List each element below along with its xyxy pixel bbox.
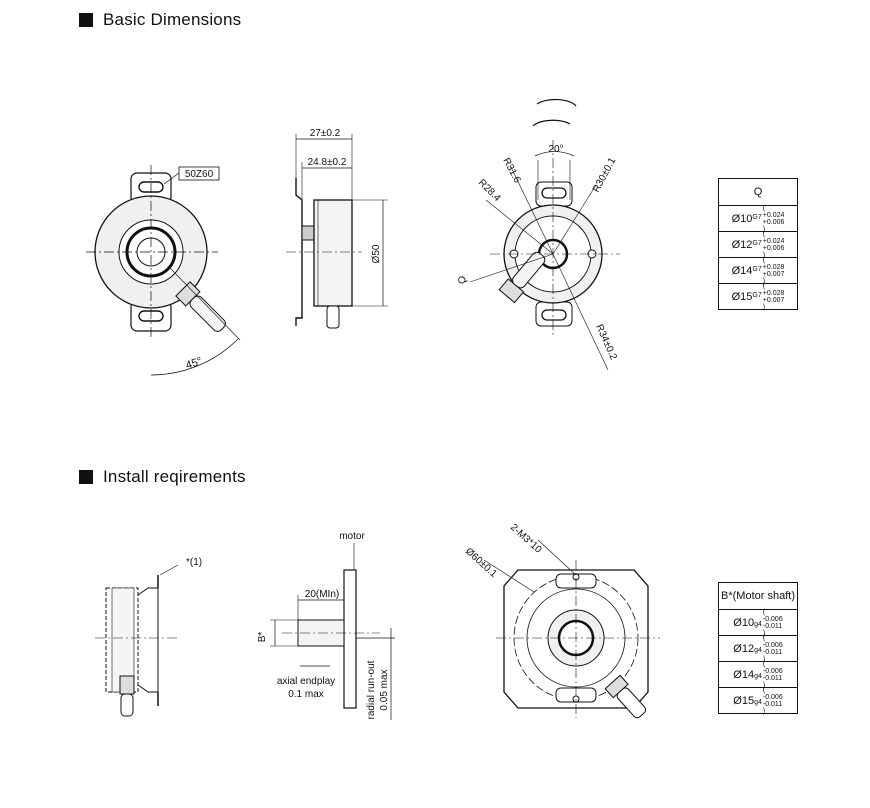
motor-label: motor: [339, 531, 365, 542]
row-upper: -0.006: [762, 615, 783, 623]
row-dia: Ø15: [733, 694, 755, 707]
row-tolerance: (-0.006-0.011): [762, 608, 783, 637]
row-lower: -0.011: [762, 622, 783, 630]
table-b-header: B*(Motor shaft): [719, 583, 797, 610]
row-upper: +0.024: [762, 237, 785, 245]
row-lower: +0.007: [762, 270, 785, 278]
row-upper: -0.006: [762, 641, 783, 649]
row-tolerance: (+0.024+0.006): [762, 204, 785, 233]
length-label: 20(MIn): [305, 589, 339, 600]
row-dia: Ø10: [731, 212, 753, 225]
radial-runout-value: 0.05 max: [379, 669, 390, 710]
row-dia: Ø12: [733, 642, 755, 655]
row-upper: +0.028: [762, 289, 785, 297]
b-star-label: B*: [257, 632, 268, 643]
row-lower: -0.011: [762, 700, 783, 708]
angle-20-label: 20°: [548, 144, 563, 155]
row-tolerance: (-0.006-0.011): [762, 686, 783, 715]
row-lower: +0.007: [762, 296, 785, 304]
row-tolerance: (-0.006-0.011): [762, 660, 783, 689]
row-lower: -0.011: [762, 674, 783, 682]
section-title-install: Install reqirements: [103, 467, 246, 486]
screws-label: 2-M3*10: [508, 522, 544, 556]
row-fit: G7: [752, 266, 762, 273]
axial-endplay-value: 0.1 max: [288, 689, 324, 700]
q-label: Q: [456, 274, 469, 286]
dim-body-length: 24.8±0.2: [308, 157, 347, 168]
row-upper: +0.024: [762, 211, 785, 219]
model-label: 50Z60: [185, 169, 214, 180]
radius-31-6-label: R31.6: [500, 156, 522, 185]
row-tolerance: (+0.024+0.006): [762, 230, 785, 259]
row-upper: -0.006: [762, 667, 783, 675]
row-lower: -0.011: [762, 648, 783, 656]
radius-34-label: R34±0.2: [593, 323, 619, 362]
row-upper: +0.028: [762, 263, 785, 271]
angle-45-label: 45°: [184, 355, 204, 372]
row-dia: Ø12: [731, 238, 753, 251]
axial-endplay-label: axial endplay: [277, 676, 335, 687]
row-fit: g4: [754, 673, 762, 680]
dim-diameter: Ø50: [371, 244, 382, 263]
row-fit: G7: [752, 240, 762, 247]
row-upper: -0.006: [762, 693, 783, 701]
row-fit: G7: [752, 292, 762, 299]
install-note: *(1): [186, 557, 202, 568]
row-fit: g4: [754, 699, 762, 706]
row-dia: Ø14: [733, 668, 755, 681]
table-q-header: Q: [719, 179, 797, 206]
section-bullet-icon: [79, 470, 93, 484]
row-dia: Ø10: [733, 616, 755, 629]
front-view: [86, 165, 241, 376]
section-title-basic: Basic Dimensions: [103, 10, 242, 29]
row-fit: g4: [754, 621, 762, 628]
row-fit: G7: [752, 214, 762, 221]
install-dia-label: Ø60±0.1: [463, 546, 499, 580]
radius-28-4-label: R28.4: [476, 177, 503, 204]
row-tolerance: (-0.006-0.011): [762, 634, 783, 663]
install-mid-view: [270, 543, 395, 720]
row-lower: +0.006: [762, 218, 785, 226]
row-lower: +0.006: [762, 244, 785, 252]
radial-runout-label: radial run-out: [366, 660, 377, 719]
row-fit: g4: [754, 647, 762, 654]
row-dia: Ø14: [731, 264, 753, 277]
section-header-install: Install reqirements: [79, 467, 246, 487]
install-left-view: [95, 564, 179, 717]
dim-total-length: 27±0.2: [310, 128, 341, 139]
row-tolerance: (+0.028+0.007): [762, 256, 785, 285]
radius-30-label: R30±0.1: [591, 156, 619, 195]
back-view: [469, 98, 620, 371]
section-header-basic: Basic Dimensions: [79, 10, 241, 30]
install-right-view: [483, 539, 660, 719]
section-bullet-icon: [79, 13, 93, 27]
row-tolerance: (+0.028+0.007): [762, 282, 785, 311]
row-dia: Ø15: [731, 290, 753, 303]
side-view: [286, 134, 388, 329]
